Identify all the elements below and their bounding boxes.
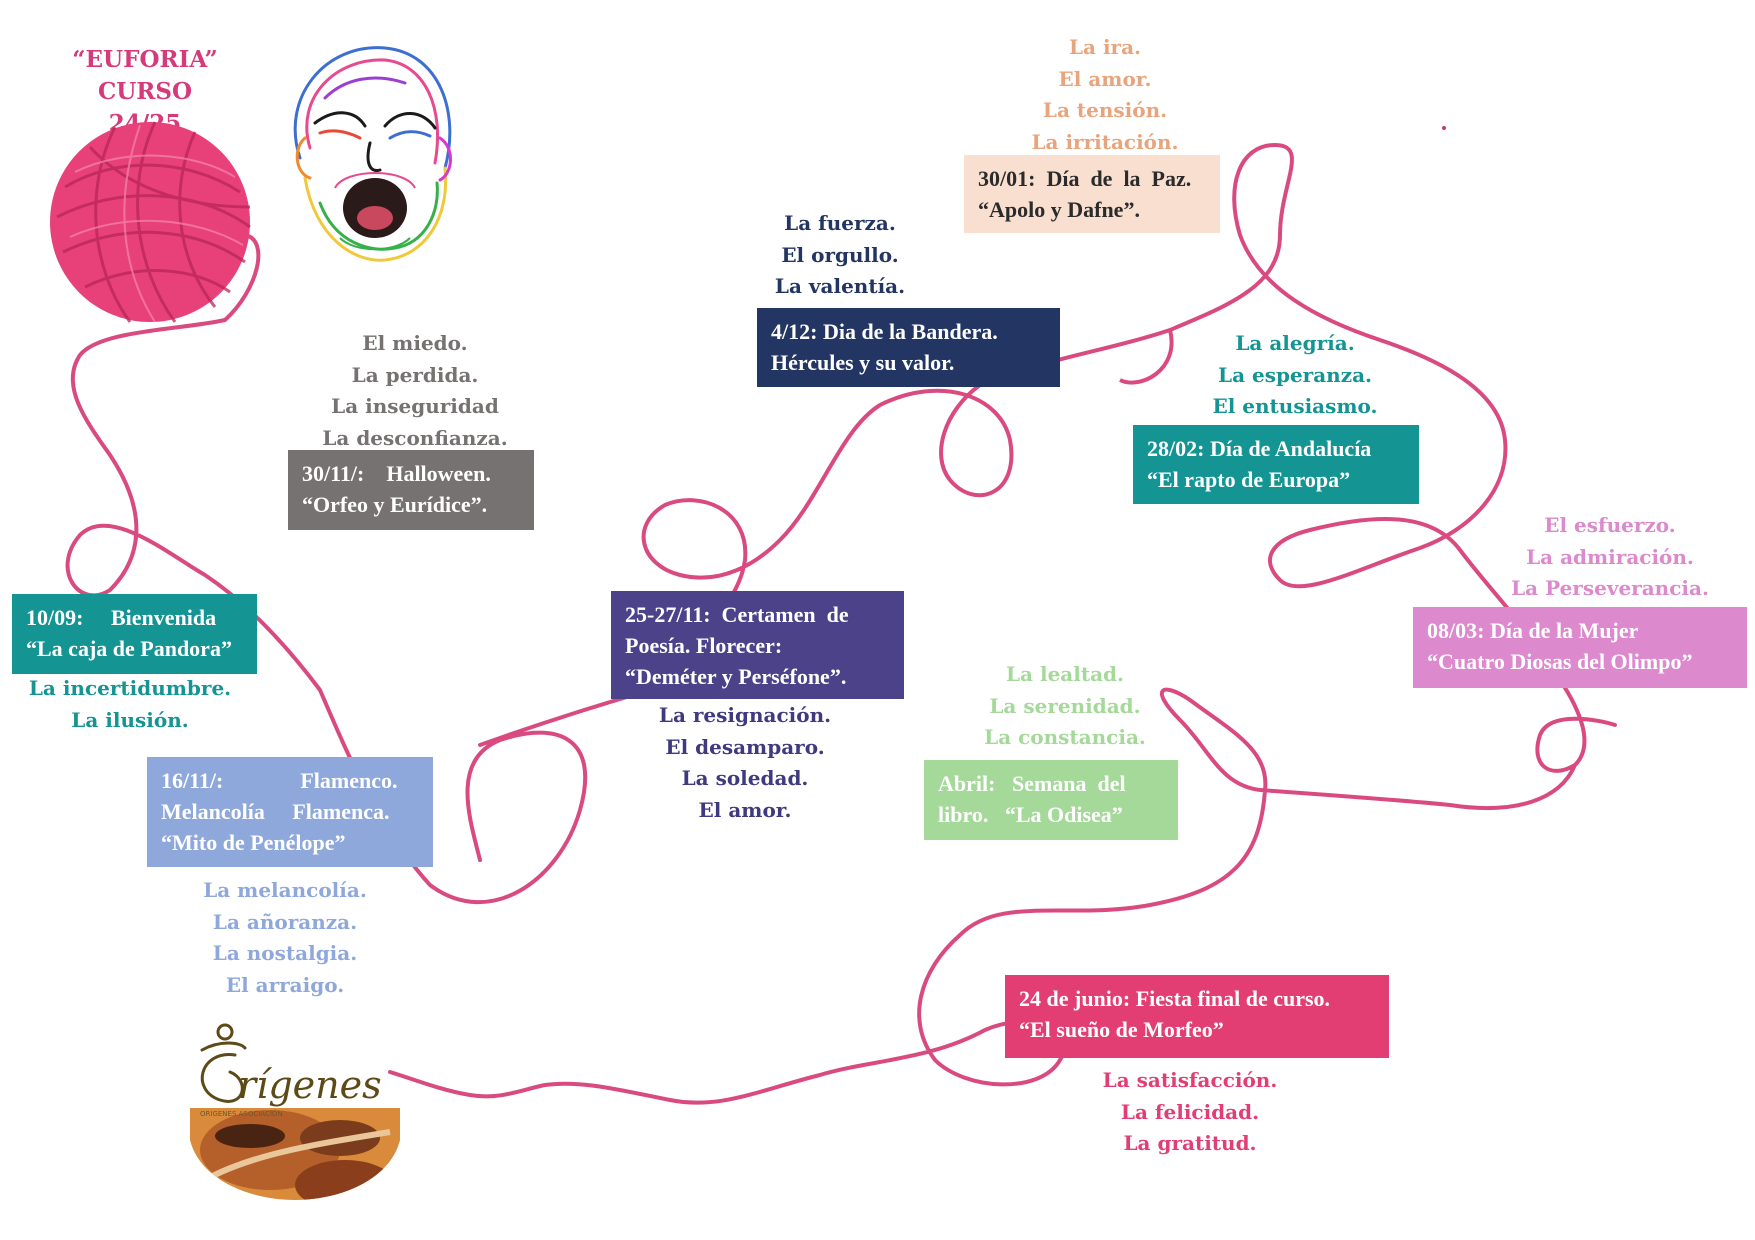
event-box-final: 24 de junio: Fiesta final de curso. “El … xyxy=(1005,975,1389,1058)
event-box-flamenco: 16/11/: Flamenco. Melancolía Flamenca. “… xyxy=(147,757,433,867)
emotion: La ilusión. xyxy=(71,707,189,732)
logo-word: rígenes xyxy=(238,1063,382,1107)
emotions-final: La satisfacción. La felicidad. La gratit… xyxy=(1085,1065,1295,1160)
event-box-libro: Abril: Semana del libro. “La Odisea” xyxy=(924,760,1178,840)
emotion: El amor. xyxy=(1058,66,1152,91)
emotion: El desamparo. xyxy=(665,734,825,759)
emotion: La ira. xyxy=(1068,35,1142,59)
emotions-libro: La lealtad. La serenidad. La constancia. xyxy=(960,659,1170,754)
event-line: libro. “La Odisea” xyxy=(938,802,1123,827)
event-line: 4/12: Dia de la Bandera. xyxy=(771,319,998,344)
event-line: “Deméter y Perséfone”. xyxy=(625,664,847,689)
event-line: “La caja de Pandora” xyxy=(26,636,232,661)
emotion: La alegría. xyxy=(1235,331,1355,355)
emotion: El miedo. xyxy=(362,331,468,355)
emotion: La inseguridad xyxy=(331,394,499,418)
event-box-paz: 30/01: Día de la Paz. “Apolo y Dafne”. xyxy=(964,155,1220,233)
event-line: 08/03: Día de la Mujer xyxy=(1427,618,1639,643)
emotion: La gratitud. xyxy=(1123,1131,1257,1155)
emotions-paz: La ira. El amor. La tensión. La irritaci… xyxy=(1010,32,1200,158)
event-line: 16/11/: Flamenco. xyxy=(161,768,398,793)
emotion: La fuerza. xyxy=(784,211,896,235)
event-box-andalucia: 28/02: Día de Andalucía “El rapto de Eur… xyxy=(1133,425,1419,504)
event-box-halloween: 30/11/: Halloween. “Orfeo y Eurídice”. xyxy=(288,450,534,530)
emotion: El orgullo. xyxy=(781,242,899,267)
event-line: Abril: Semana del xyxy=(938,771,1126,796)
emotions-andalucia: La alegría. La esperanza. El entusiasmo. xyxy=(1190,328,1400,423)
event-line: 28/02: Día de Andalucía xyxy=(1147,436,1372,461)
emotion: La nostalgia. xyxy=(212,941,358,965)
emotions-flamenco: La melancolía. La añoranza. La nostalgia… xyxy=(180,875,390,1001)
emotion: La felicidad. xyxy=(1120,1099,1260,1124)
event-line: 30/11/: Halloween. xyxy=(302,461,491,486)
event-line: 30/01: Día de la Paz. xyxy=(978,166,1192,191)
origenes-logo: rígenes ORIGENES ASOCIACIÓN xyxy=(190,1023,400,1200)
emotion: El entusiasmo. xyxy=(1212,394,1378,418)
event-box-bienvenida: 10/09: Bienvenida “La caja de Pandora” xyxy=(12,594,257,674)
emotion: La constancia. xyxy=(984,725,1146,749)
emotion: La desconfianza. xyxy=(322,425,508,450)
emotion: La tensión. xyxy=(1042,98,1168,122)
event-line: Hércules y su valor. xyxy=(771,350,955,375)
emotion: La incertidumbre. xyxy=(28,676,232,700)
emotions-mujer: El esfuerzo. La admiración. La Persevera… xyxy=(1500,510,1720,605)
emotions-bienvenida: La incertidumbre. La ilusión. xyxy=(20,673,240,736)
logo-tagline: ORIGENES ASOCIACIÓN xyxy=(200,1109,283,1118)
emotion: La serenidad. xyxy=(989,693,1141,718)
event-line: 25-27/11: Certamen de xyxy=(625,602,849,627)
event-line: “El sueño de Morfeo” xyxy=(1019,1017,1224,1042)
screaming-baby-icon xyxy=(293,46,452,262)
emotion: El esfuerzo. xyxy=(1544,513,1676,537)
emotion: La lealtad. xyxy=(1005,662,1124,686)
event-box-bandera: 4/12: Dia de la Bandera. Hércules y su v… xyxy=(757,308,1060,387)
stray-dot xyxy=(1442,126,1446,130)
event-line: 10/09: Bienvenida xyxy=(26,605,217,630)
event-line: “El rapto de Europa” xyxy=(1147,467,1351,492)
emotions-certamen: La resignación. El desamparo. La soledad… xyxy=(630,700,860,826)
emotion: La melancolía. xyxy=(203,878,367,902)
emotion: La Perseverancia. xyxy=(1511,576,1709,600)
event-line: “Apolo y Dafne”. xyxy=(978,197,1140,222)
emotion: El arraigo. xyxy=(225,972,345,997)
emotions-bandera: La fuerza. El orgullo. La valentía. xyxy=(740,208,940,303)
emotion: La satisfacción. xyxy=(1102,1068,1278,1092)
event-box-certamen: 25-27/11: Certamen de Poesía. Florecer: … xyxy=(611,591,904,699)
event-line: “Mito de Penélope” xyxy=(161,830,346,855)
emotion: La admiración. xyxy=(1526,544,1694,569)
thread-line xyxy=(65,142,1617,1105)
event-line: 24 de junio: Fiesta final de curso. xyxy=(1019,986,1331,1011)
yarn-ball-icon xyxy=(50,121,251,323)
event-box-mujer: 08/03: Día de la Mujer “Cuatro Diosas de… xyxy=(1413,607,1747,688)
event-line: “Orfeo y Eurídice”. xyxy=(302,492,488,517)
event-line: Poesía. Florecer: xyxy=(625,633,783,658)
event-line: “Cuatro Diosas del Olimpo” xyxy=(1427,649,1693,674)
emotion: La valentía. xyxy=(774,274,906,298)
title-line1: “EUFORIA” xyxy=(72,46,218,73)
emotion: La irritación. xyxy=(1031,129,1179,154)
emotion: La resignación. xyxy=(658,703,832,727)
emotion: La perdida. xyxy=(351,362,479,387)
emotions-halloween: El miedo. La perdida. La inseguridad La … xyxy=(300,328,530,454)
event-line: Melancolía Flamenca. xyxy=(161,799,390,824)
emotion: El amor. xyxy=(698,797,792,822)
emotion: La añoranza. xyxy=(212,909,358,934)
emotion: La esperanza. xyxy=(1218,362,1372,387)
emotion: La soledad. xyxy=(681,766,809,790)
thread-loop xyxy=(1119,329,1174,385)
